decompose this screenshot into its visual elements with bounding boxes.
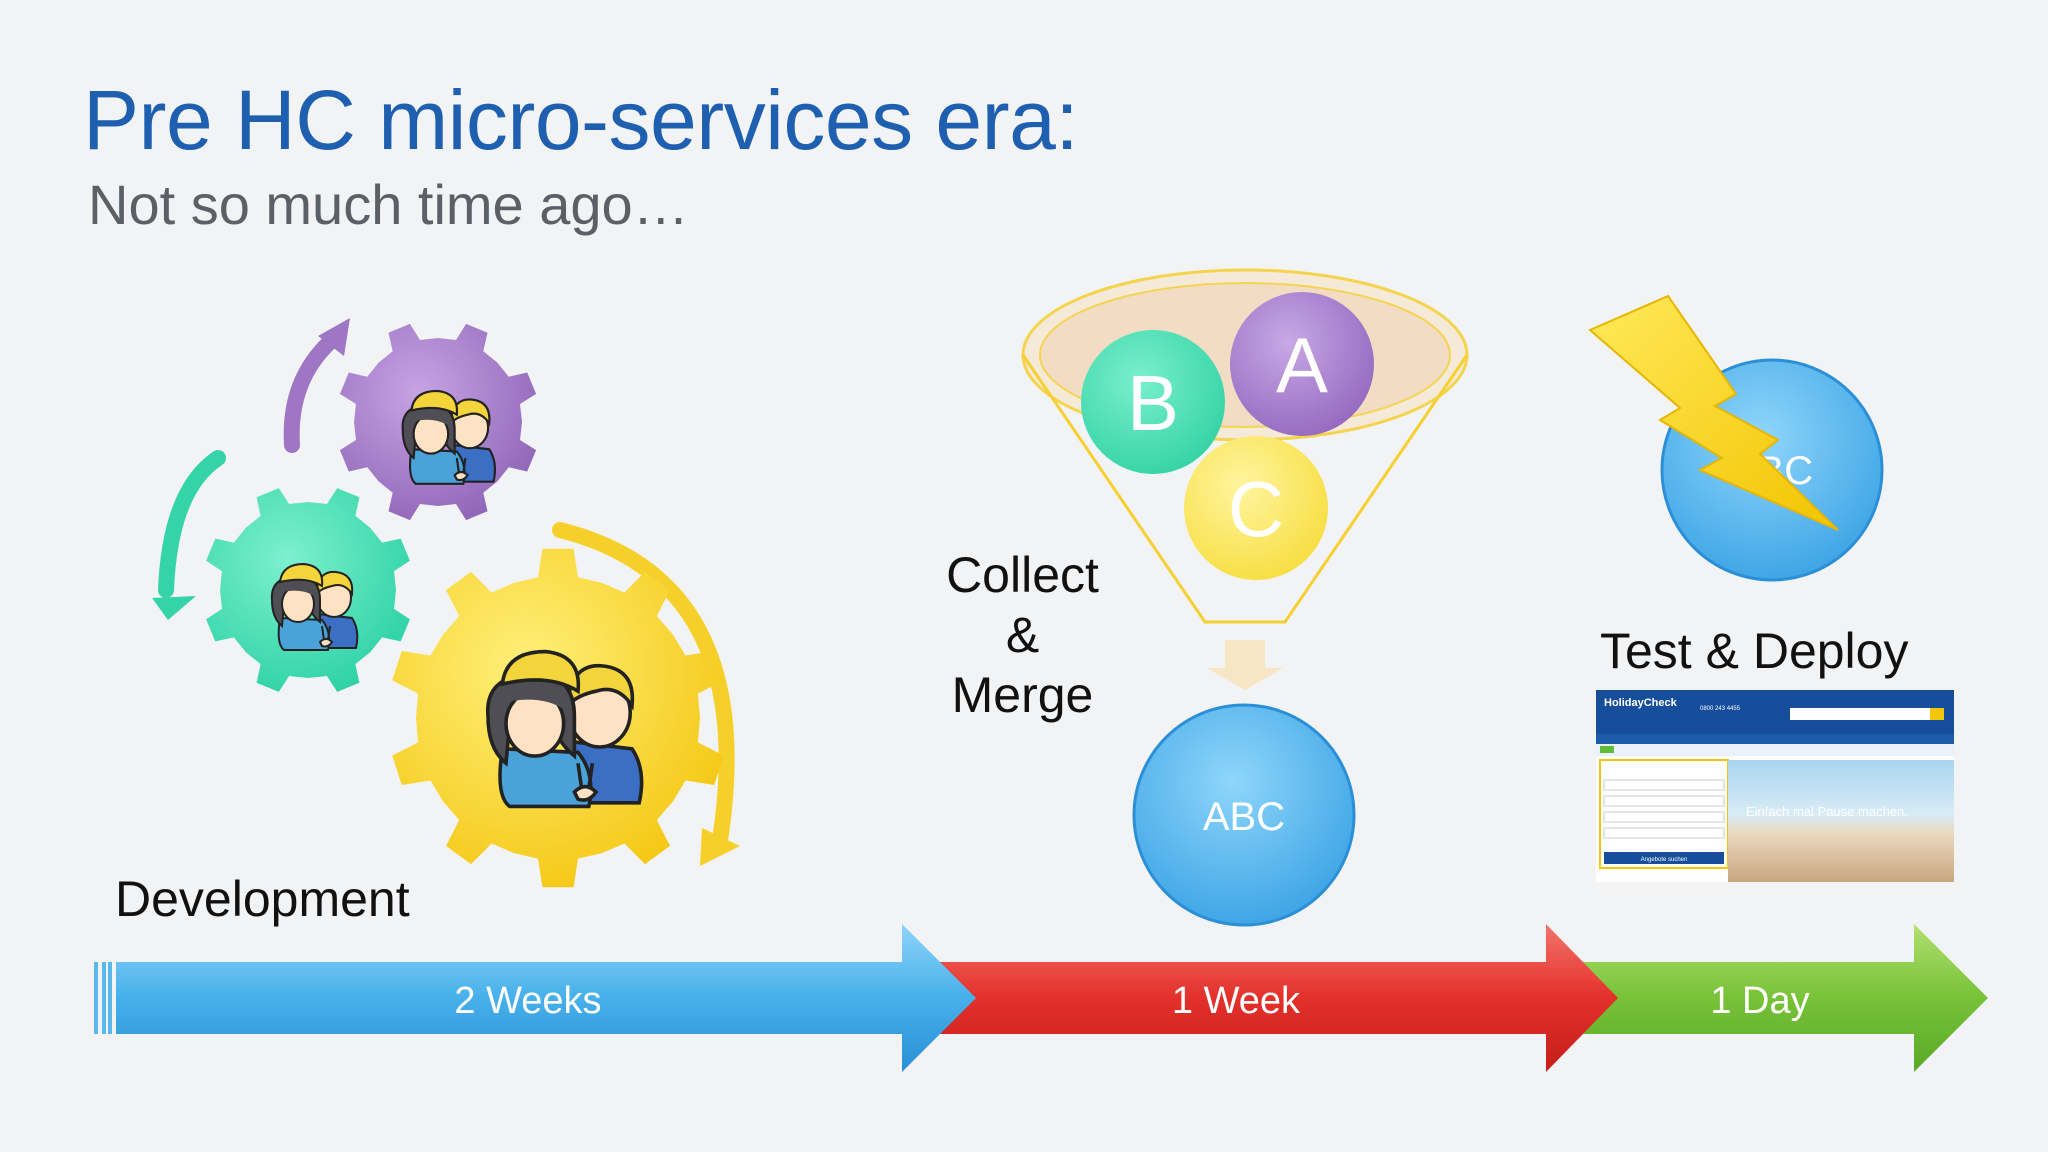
cycle-arrow-yellow — [552, 522, 735, 848]
slide-title: Pre HC micro-services era: — [83, 73, 1079, 167]
site-hero-text: Einfach mal Pause machen. — [1746, 804, 1908, 819]
site-search-button — [1604, 852, 1724, 864]
site-phone: 0800 243 4455 — [1700, 706, 1741, 712]
cycle-arrow-purple-head — [318, 318, 350, 356]
team-icon — [270, 563, 359, 651]
cycle-arrow-yellow-head — [700, 828, 740, 866]
collect-word: Collect — [946, 547, 1099, 603]
cycle-arrow-purple — [283, 332, 340, 453]
merge-word: Merge — [951, 667, 1094, 723]
site-brand: HolidayCheck — [1604, 697, 1678, 709]
cycle-arrow-teal — [158, 450, 226, 598]
deploy-group: ABC — [1588, 294, 1884, 582]
cycle-arrow-teal-head — [152, 596, 196, 620]
ball-a-label: A — [1276, 321, 1328, 409]
merge-duration-label: 1 Week — [1172, 980, 1301, 1022]
ball-b-label: B — [1127, 359, 1179, 447]
website-preview: HolidayCheck 0800 243 4455 Einfach mal P… — [1596, 690, 1954, 890]
timeline-arrow-red — [930, 924, 1618, 1072]
timeline: 2 Weeks 1 Week 1 Day — [94, 924, 1988, 1072]
stage-label-collect-merge: Collect & Merge — [910, 545, 1135, 725]
deploy-duration-label: 1 Day — [1710, 980, 1809, 1022]
timeline-arrow-green — [1570, 924, 1988, 1072]
merged-ball-label: ABC — [1203, 795, 1285, 839]
team-icon — [401, 389, 497, 485]
ampersand: & — [1005, 607, 1040, 663]
merge-funnel: B A C ABC — [1021, 268, 1469, 927]
ball-c-label: C — [1228, 465, 1284, 553]
merge-down-arrow — [1207, 640, 1283, 690]
site-search-label: Angebote suchen — [1641, 857, 1688, 863]
stage-label-test-deploy: Test & Deploy — [1600, 623, 1909, 679]
team-icon — [485, 649, 644, 809]
stage-label-development: Development — [115, 871, 410, 927]
development-gears — [152, 318, 740, 888]
merged-ball — [1132, 703, 1356, 927]
ball-b — [1081, 330, 1225, 474]
ball-a — [1230, 292, 1374, 436]
ball-c — [1184, 436, 1328, 580]
dev-duration-label: 2 Weeks — [454, 980, 601, 1022]
lightning-bolt-icon — [1588, 294, 1839, 531]
slide-subtitle: Not so much time ago… — [88, 173, 689, 236]
timeline-arrow-blue — [116, 924, 976, 1072]
